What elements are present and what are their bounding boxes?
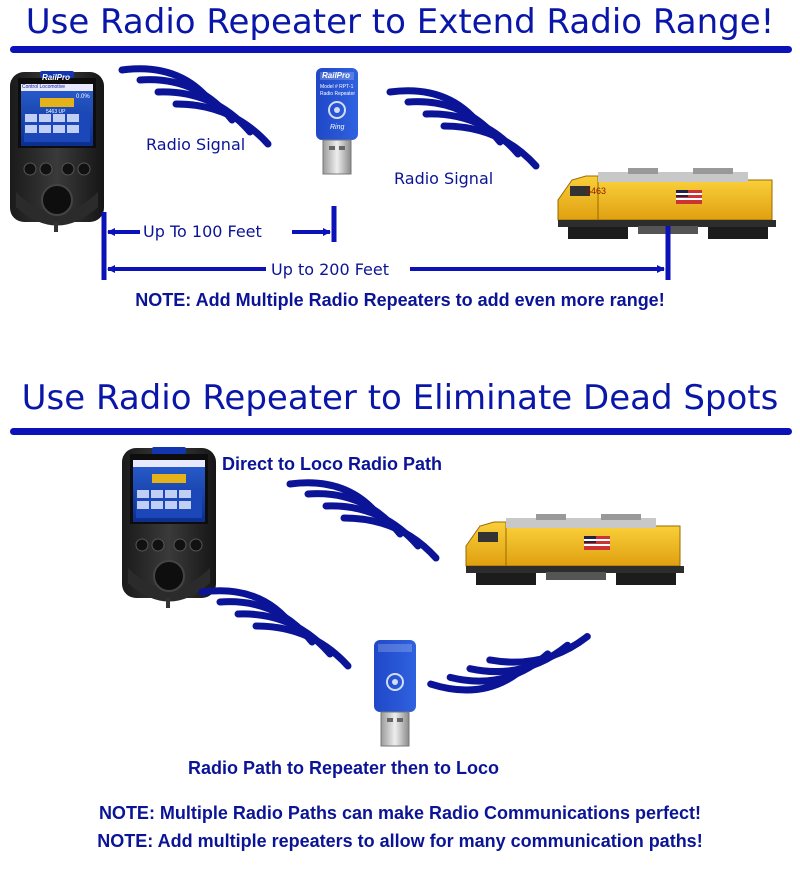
controller-brand-label: RailPro: [42, 73, 71, 82]
range-short-label: Up To 100 Feet: [143, 222, 262, 241]
section2-note-2: NOTE: Add multiple repeaters to allow fo…: [97, 831, 703, 851]
repeater-model-label: Model # RPT-1: [320, 84, 354, 90]
radio-waves-to-loco: [430, 611, 587, 710]
section1-title: Use Radio Repeater to Extend Radio Range…: [25, 2, 775, 42]
controller-speed: 0.0%: [76, 94, 90, 100]
radio-waves-direct: [290, 483, 436, 558]
repeater-path-label: Radio Path to Repeater then to Loco: [188, 758, 500, 778]
controller-screen-title: Control Locomotive: [22, 84, 66, 90]
range-markers: [101, 206, 671, 280]
radio-signal-label-1: Radio Signal: [146, 135, 246, 154]
controller-loco-name: 5463 UP: [46, 109, 66, 115]
repeater-brand-label: RailPro: [322, 71, 351, 80]
radio-waves-1: [122, 69, 268, 144]
section2-divider: [10, 428, 792, 435]
section2-note-1: NOTE: Multiple Radio Paths can make Radi…: [98, 803, 702, 823]
section1-note: NOTE: Add Multiple Radio Repeaters to ad…: [135, 290, 665, 310]
repeater-name-label: Radio Repeater: [320, 91, 356, 97]
section1-divider: [10, 46, 792, 53]
radio-repeater-image-2: [373, 639, 417, 747]
radio-signal-label-2: Radio Signal: [394, 169, 494, 188]
range-long-label: Up to 200 Feet: [271, 260, 390, 279]
handheld-controller-image-2: [121, 446, 217, 609]
radio-waves-to-repeater: [202, 591, 348, 666]
locomotive-image-2: [465, 513, 685, 586]
direct-path-label: Direct to Loco Radio Path: [222, 454, 443, 474]
radio-waves-2: [390, 91, 536, 166]
section2-title: Use Radio Repeater to Eliminate Dead Spo…: [21, 378, 779, 418]
loco-number-label: 5463: [586, 186, 607, 196]
repeater-maker-label: Ring: [330, 124, 345, 131]
